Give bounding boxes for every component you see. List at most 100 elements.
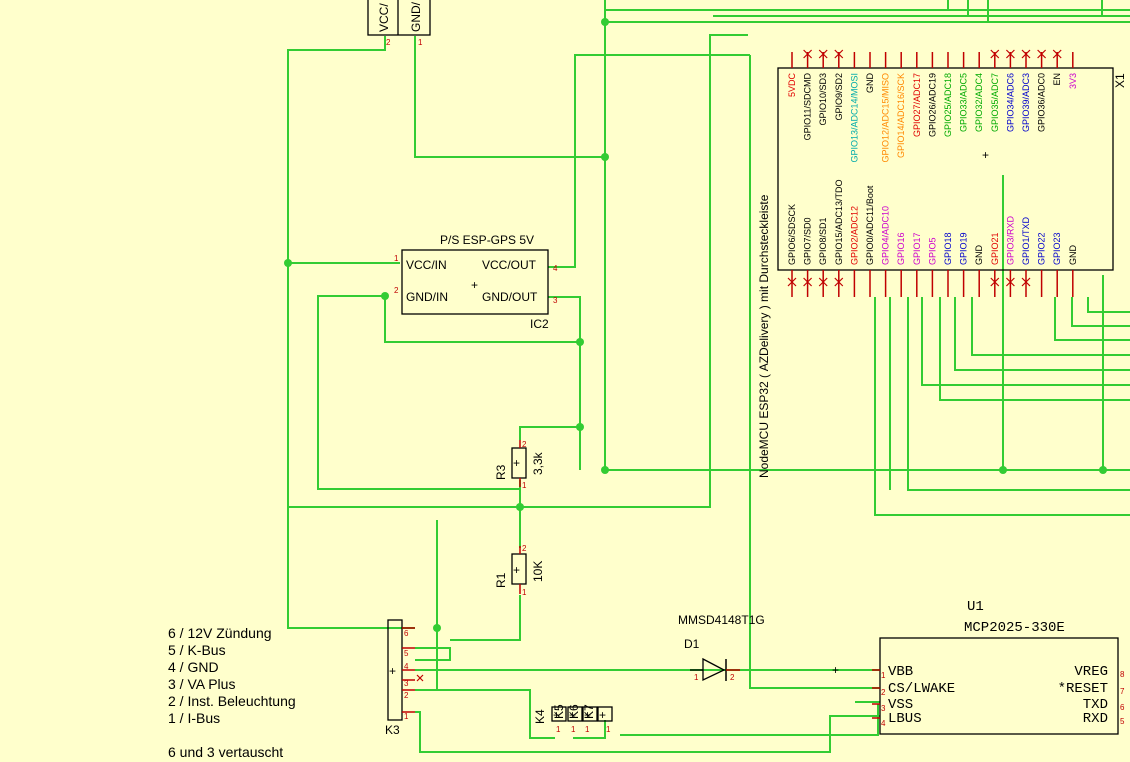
u1-pin-reset: *RESET [1058, 681, 1108, 697]
k5-ref: K5 [552, 704, 566, 719]
ic2-title: P/S ESP-GPS 5V [440, 233, 534, 247]
ic2-pin-number: 2 [394, 286, 399, 295]
connectors-k4-k7[interactable]: + + + + K4 K5 K6 K7 1 1 1 1 [533, 704, 613, 734]
top-connector-pin-gnd: GND/ [409, 1, 423, 32]
esp32-bottom-pin-label: GPIO2/ADC12 [849, 206, 859, 265]
k5-pin-number: 1 [571, 725, 576, 734]
esp32-bottom-pin-label: GPIO5 [927, 237, 937, 265]
svg-text:+: + [389, 664, 396, 678]
legend-line: 5 / K-Bus [168, 642, 226, 658]
svg-text:+: + [832, 663, 839, 677]
esp32-bottom-pin-label: GND [974, 245, 984, 266]
u1-pin-txd: TXD [1083, 697, 1108, 713]
svg-text:+: + [569, 708, 576, 722]
u1-pin-number: 8 [1120, 670, 1125, 679]
resistor-r1[interactable]: + R1 10K 2 1 [494, 544, 545, 597]
unconnected-mark [1037, 49, 1047, 59]
unconnected-mark [818, 277, 828, 287]
top-connector-pin-number: 2 [386, 38, 391, 47]
diode-d1[interactable]: MMSD4148T1G D1 1 2 + [678, 613, 839, 682]
u1-ref: U1 [967, 599, 984, 615]
esp32-top-pin-label: GPIO13/ADC14/MOSI [849, 73, 859, 163]
top-connector: VCC/ GND/ 2 1 [367, 0, 431, 47]
esp32-bottom-pin-label: GPIO3/RXD [1005, 215, 1015, 265]
svg-text:+: + [599, 708, 606, 722]
r1-ref: R1 [494, 572, 508, 588]
ic2-origin-cross: + [471, 278, 478, 292]
connector-k3[interactable]: + 6 5 4 3 2 1 K3 [385, 619, 424, 737]
r1-pin-number: 2 [522, 544, 527, 553]
k7-ref: K7 [582, 704, 596, 719]
esp32-bottom-pin-label: GPIO23 [1052, 232, 1062, 265]
u1-part: MCP2025-330E [964, 620, 1065, 636]
k4-ref: K4 [533, 709, 547, 724]
ic2-regulator[interactable]: P/S ESP-GPS 5V VCC/IN VCC/OUT GND/IN GND… [394, 233, 558, 331]
unconnected-mark [787, 277, 797, 287]
u1-pin-lbus: LBUS [888, 711, 922, 727]
legend-line: 1 / I-Bus [168, 710, 220, 726]
junction-dots [284, 18, 1107, 632]
svg-text:+: + [513, 456, 520, 470]
pin-legend: 6 / 12V Zündung 5 / K-Bus 4 / GND 3 / VA… [168, 625, 296, 760]
r3-pin-number: 1 [522, 481, 527, 490]
esp32-bottom-pin-label: GPIO16 [896, 232, 906, 265]
esp32-title: NodeMCU ESP32 ( AZDelivery ) mit Durchst… [757, 194, 771, 478]
k3-pin-number: 2 [404, 691, 409, 700]
esp32-bottom-pin-label: GPIO0/ADC11/Boot [865, 185, 875, 265]
wire-net [287, 0, 1130, 753]
k3-pin-number: 4 [404, 662, 409, 671]
esp32-bottom-pin-label: GPIO6/SDSCK [787, 204, 797, 265]
k7-pin-number: 1 [606, 725, 611, 734]
d1-pin-number: 2 [730, 673, 735, 682]
ic2-pin-number: 3 [553, 296, 558, 305]
u1-pin-number: 7 [1120, 687, 1125, 696]
r3-value: 3,3k [531, 451, 545, 475]
esp32-top-pin-label: GPIO26/ADC19 [927, 73, 937, 137]
unconnected-mark [990, 49, 1000, 59]
u1-pin-number: 3 [881, 704, 886, 713]
r3-pin-number: 2 [522, 440, 527, 449]
r1-value: 10K [531, 561, 545, 582]
d1-pin-number: 1 [694, 673, 699, 682]
u1-pin-number: 4 [881, 719, 886, 728]
u1-pin-number: 5 [1120, 717, 1125, 726]
u1-pin-number: 1 [881, 671, 886, 680]
ic2-ref: IC2 [530, 317, 549, 331]
esp32-top-pin-label: GPIO33/ADC5 [959, 73, 969, 132]
esp32-bottom-pin-label: GND [1068, 245, 1078, 266]
unconnected-mark [1021, 277, 1031, 287]
esp32-bottom-pin-label: GPIO18 [943, 232, 953, 265]
ic2-pin-vcc-in: VCC/IN [406, 258, 447, 272]
esp32-bottom-pin-label: GPIO1/TXD [1021, 216, 1031, 265]
u1-lin-transceiver[interactable]: U1 MCP2025-330E VBB CS/LWAKE VSS LBUS VR… [872, 599, 1125, 735]
esp32-bottom-pin-label: GPIO8/SD1 [818, 217, 828, 265]
k3-pin-number: 1 [404, 712, 409, 721]
svg-text:+: + [513, 563, 520, 577]
esp32-bottom-pin-label: GPIO22 [1037, 232, 1047, 265]
esp32-top-pin-label: GPIO39/ADC3 [1021, 73, 1031, 132]
esp32-ref: X1 [1113, 73, 1127, 88]
unconnected-mark [834, 277, 844, 287]
esp32-top-pin-label: GND [865, 73, 875, 94]
u1-pin-vbb: VBB [888, 664, 913, 680]
d1-part: MMSD4148T1G [678, 613, 765, 627]
svg-text:+: + [584, 708, 591, 722]
k4-pin-number: 1 [556, 725, 561, 734]
esp32-bottom-pin-label: GPIO19 [959, 232, 969, 265]
esp32-top-pin-label: GPIO14/ADC16/SCK [896, 73, 906, 158]
unconnected-mark [803, 49, 813, 59]
unconnected-mark [1005, 277, 1015, 287]
unconnected-mark [1021, 49, 1031, 59]
svg-text:+: + [553, 708, 560, 722]
ic2-pin-gnd-out: GND/OUT [482, 290, 538, 304]
d1-ref: D1 [684, 637, 700, 651]
resistor-r3[interactable]: + R3 3,3k 2 1 [494, 440, 545, 490]
k3-pin-number: 3 [404, 679, 409, 688]
esp32-top-pin-label: GPIO11/SDCMD [803, 73, 813, 141]
k3-pin-number: 5 [404, 649, 409, 658]
u1-pin-number: 6 [1120, 703, 1125, 712]
unconnected-mark [818, 49, 828, 59]
legend-line: 2 / Inst. Beleuchtung [168, 693, 296, 709]
esp32-module[interactable]: X1 NodeMCU ESP32 ( AZDelivery ) mit Durc… [757, 49, 1127, 478]
